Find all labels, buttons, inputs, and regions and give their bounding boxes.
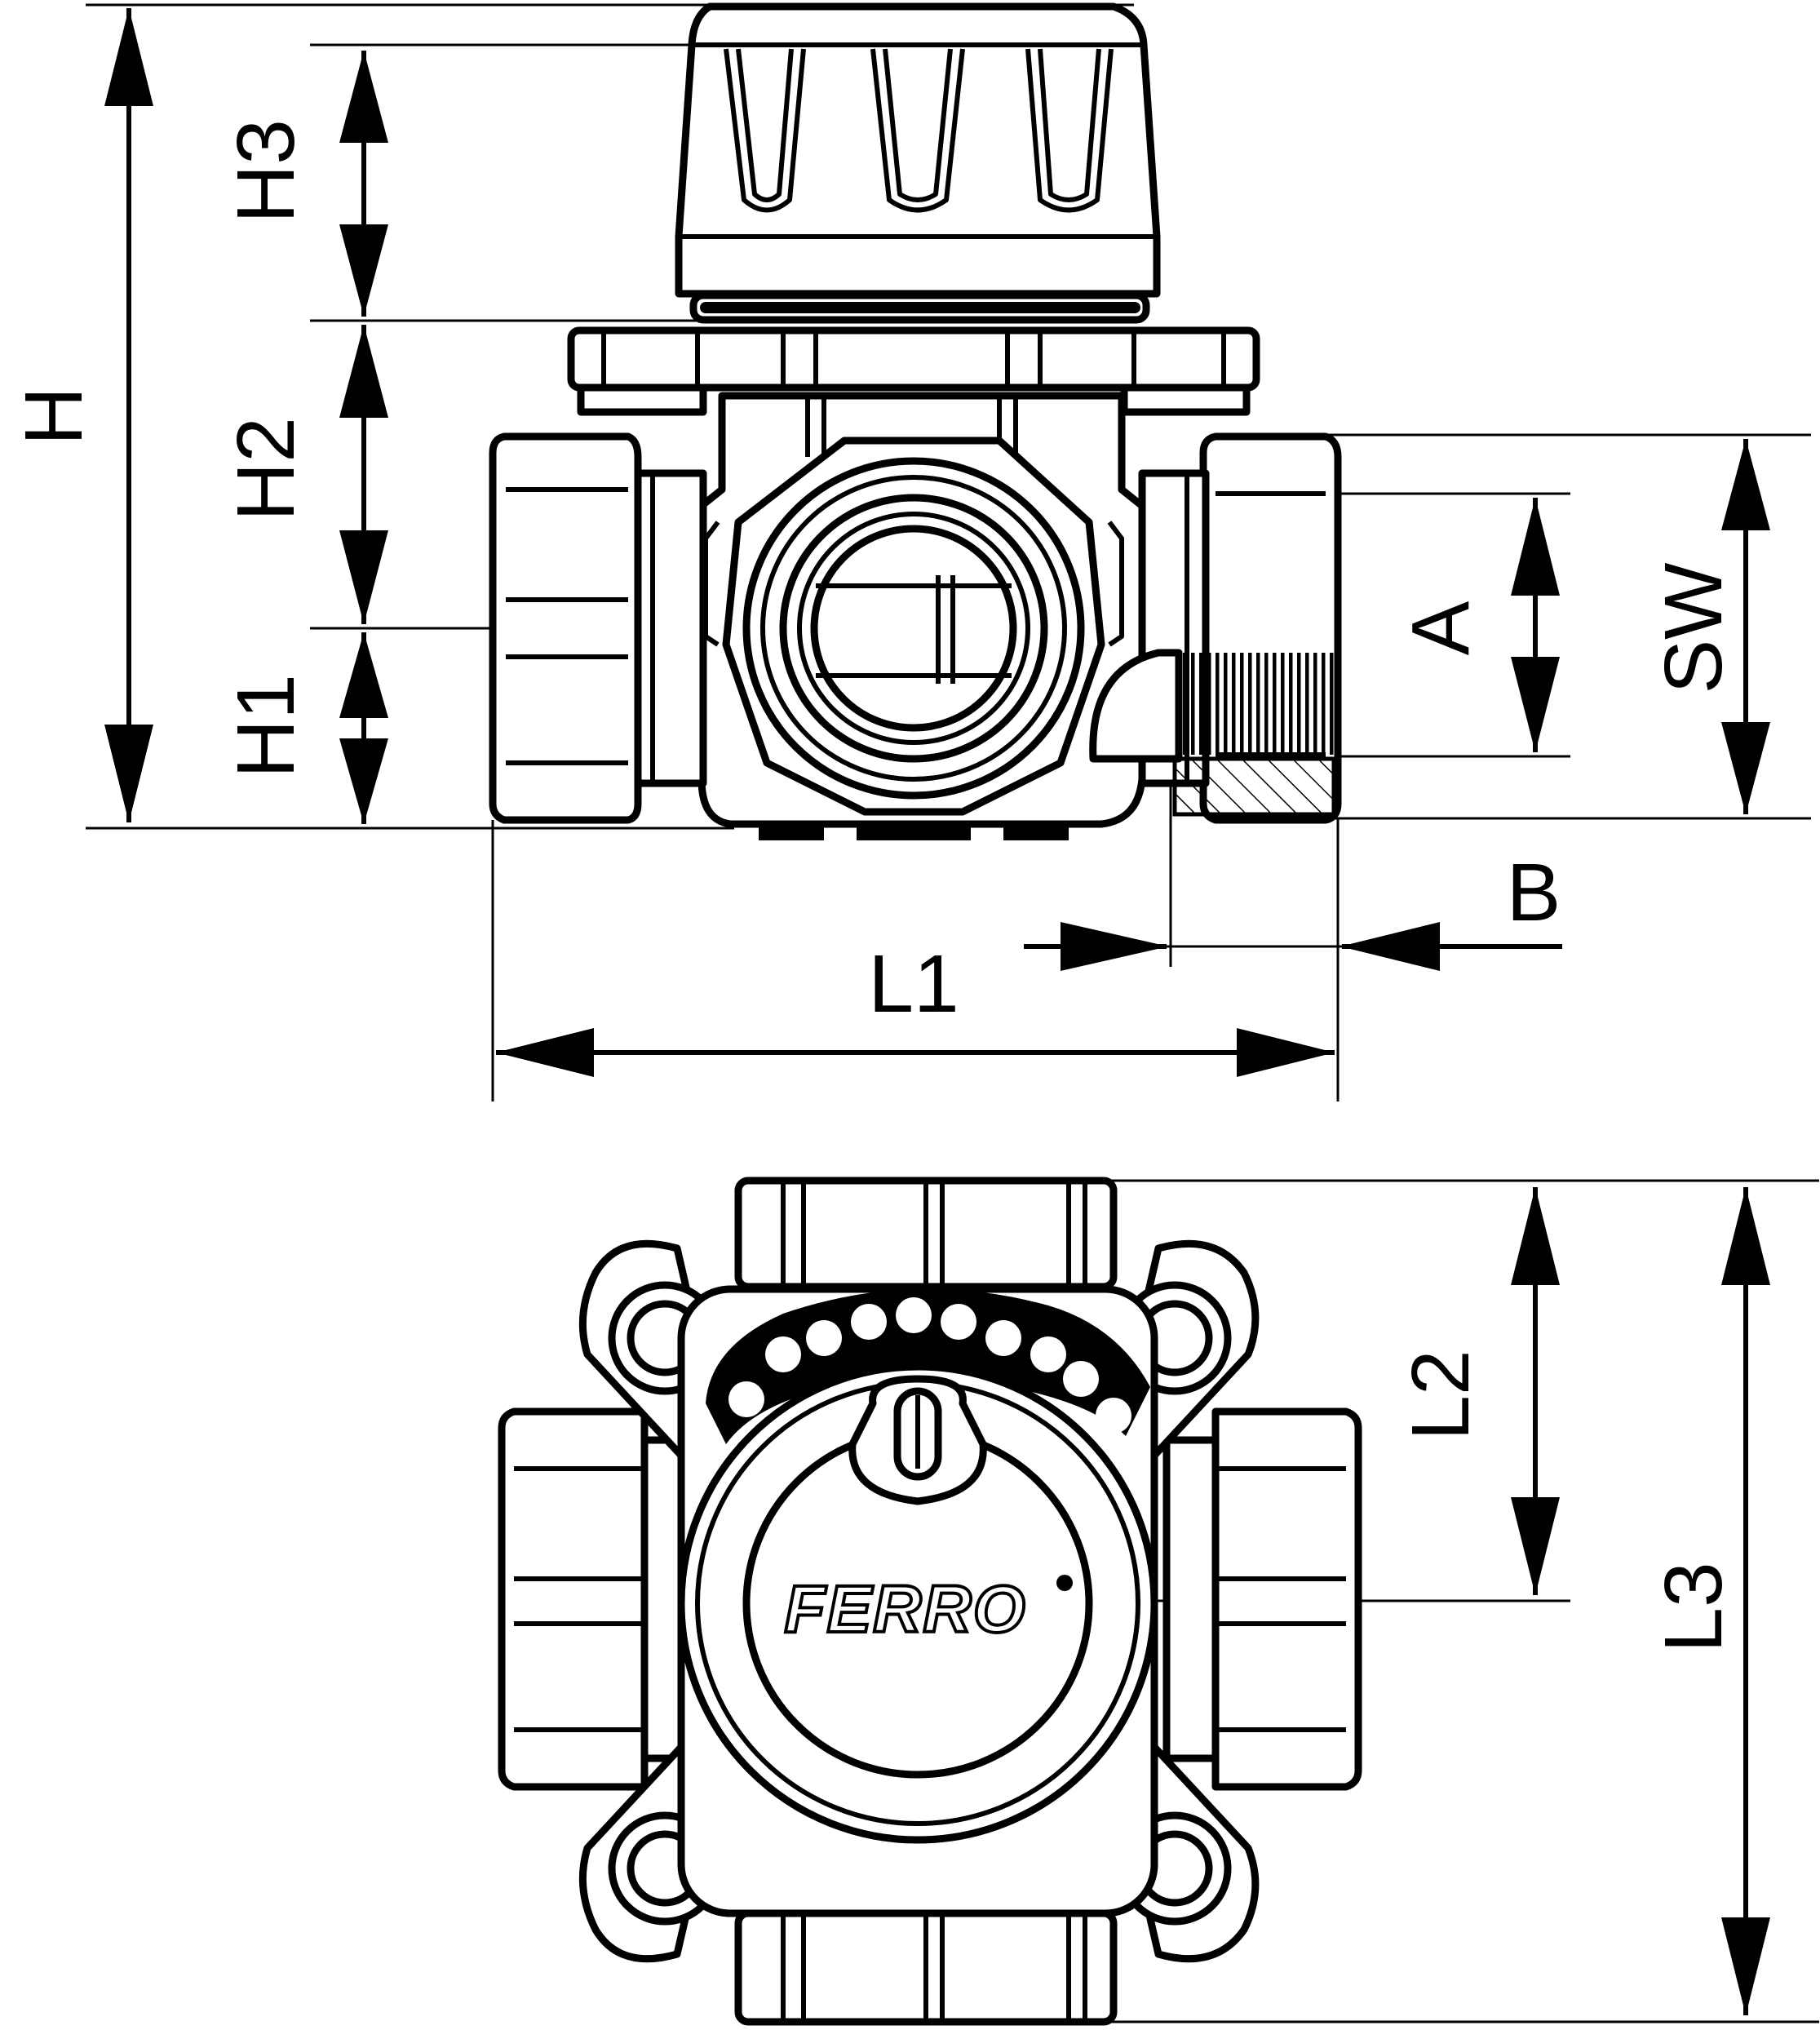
- dimension-labels-top: H H3 H2 H1 A SW B L1: [8, 119, 1739, 1030]
- arrowhead: [339, 325, 388, 418]
- plan-view: L2 L3: [498, 1177, 1819, 2026]
- arrowhead: [1340, 922, 1440, 971]
- arrowhead: [1511, 657, 1560, 752]
- label-H2: H2: [220, 417, 312, 521]
- arrowhead: [339, 530, 388, 624]
- plan-left-port: [498, 1407, 697, 1791]
- right-port-nut: [1089, 432, 1342, 824]
- dimension-labels-plan: L2 L3: [1395, 1350, 1739, 1652]
- label-B: B: [1507, 847, 1561, 938]
- arrowhead: [339, 632, 388, 718]
- dimension-arrows-top: [104, 8, 1770, 1077]
- arrowhead: [1721, 1187, 1770, 1285]
- knob-face-plan: FERRO: [677, 1363, 1158, 1844]
- arrowhead: [1721, 722, 1770, 814]
- plan-bottom-port: [734, 1909, 1118, 2026]
- label-L2: L2: [1395, 1350, 1486, 1440]
- arrowhead: [1721, 1917, 1770, 2015]
- arrowhead: [104, 8, 153, 106]
- plan-top-port: [734, 1177, 1118, 1291]
- arrowhead: [1511, 1187, 1560, 1285]
- label-A: A: [1395, 601, 1486, 655]
- arrowhead: [1721, 439, 1770, 530]
- valve-flange: [567, 326, 1260, 416]
- brand-logo: FERRO: [785, 1572, 1027, 1647]
- dimension-arrows-plan: [1511, 1187, 1770, 2015]
- label-SW: SW: [1648, 562, 1739, 694]
- arrowhead: [104, 725, 153, 822]
- label-L1: L1: [868, 938, 959, 1030]
- arrowhead: [1511, 498, 1560, 596]
- plan-right-port: [1162, 1407, 1362, 1791]
- arrowhead: [1237, 1028, 1335, 1077]
- logo-registered-dot: [1056, 1575, 1073, 1591]
- label-H1: H1: [220, 674, 312, 778]
- arrowhead: [339, 51, 388, 143]
- arrowhead: [496, 1028, 594, 1077]
- left-port-nut: [489, 432, 707, 824]
- side-view: H H3 H2 H1 A SW B L1: [8, 2, 1811, 1101]
- label-L3: L3: [1648, 1562, 1739, 1652]
- label-H3: H3: [220, 119, 312, 224]
- center-port: [703, 437, 1124, 816]
- valve-knob: [675, 2, 1161, 324]
- arrowhead: [1061, 922, 1168, 971]
- arrowhead: [339, 738, 388, 824]
- arrowhead: [1511, 1497, 1560, 1595]
- arrowhead: [339, 224, 388, 317]
- label-H: H: [8, 387, 100, 445]
